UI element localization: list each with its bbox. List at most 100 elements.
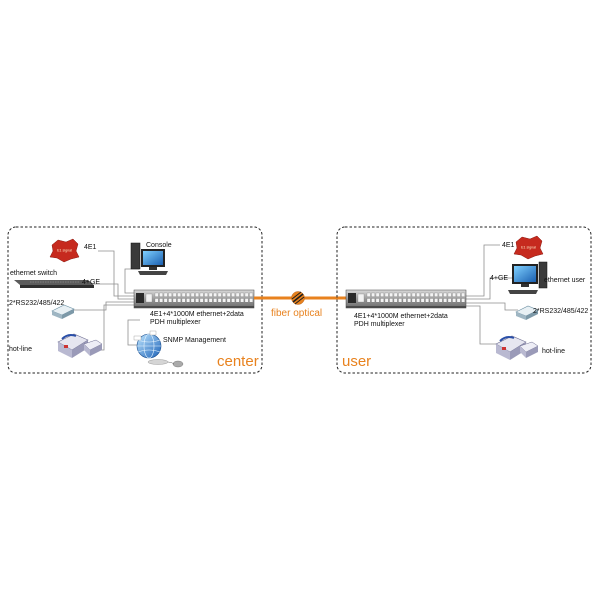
port <box>172 292 177 297</box>
port <box>434 298 438 303</box>
port <box>163 298 168 303</box>
port <box>177 292 181 297</box>
center-area-border <box>7 226 263 374</box>
user-e1-signal-icon: E1 signal <box>513 235 544 260</box>
port <box>461 298 465 303</box>
ethernet-switch-label: ethernet switch <box>10 270 57 277</box>
port <box>398 292 402 297</box>
port <box>204 298 208 303</box>
port <box>375 298 380 303</box>
port <box>222 292 226 297</box>
port <box>208 292 213 297</box>
port <box>190 292 195 297</box>
center-area-label: center <box>217 353 259 370</box>
user-wiring <box>466 244 518 345</box>
port <box>384 298 389 303</box>
port <box>456 292 461 297</box>
port <box>204 292 208 297</box>
user-site: 4E1+4*1000M ethernet+2data PDH multiplex… <box>336 226 592 374</box>
port <box>425 292 429 297</box>
port <box>398 298 402 303</box>
port <box>226 298 231 303</box>
port <box>425 298 429 303</box>
user-area-border <box>336 226 592 374</box>
port <box>154 298 159 303</box>
port <box>181 292 186 297</box>
port <box>159 298 163 303</box>
port <box>380 292 384 297</box>
port <box>438 298 443 303</box>
user-serial-device-icon <box>515 305 539 320</box>
port <box>389 292 393 297</box>
user-multiplexer-device <box>345 289 467 309</box>
port <box>402 292 407 297</box>
port <box>244 292 249 297</box>
port <box>393 292 398 297</box>
center-device-line1: 4E1+4*1000M ethernet+2data <box>150 311 244 318</box>
user-hotline-phone-icon <box>495 335 539 360</box>
port <box>199 292 204 297</box>
port <box>177 298 181 303</box>
port <box>195 292 199 297</box>
ethernet-user-label: ethernet user <box>544 277 586 284</box>
center-e1-signal-icon: E1 signal <box>49 238 80 263</box>
user-hotline-label: hot-line <box>542 348 565 355</box>
center-site: E1 signal 4E1 Console ethernet switch 4+… <box>7 226 263 374</box>
port <box>434 292 438 297</box>
port <box>420 292 425 297</box>
center-e1-label: 4E1 <box>84 244 97 251</box>
port <box>213 292 217 297</box>
port <box>168 298 172 303</box>
fiber-optical-label: fiber optical <box>271 308 322 319</box>
port <box>438 292 443 297</box>
port <box>407 292 411 297</box>
fiber-optical-link: fiber optical <box>254 291 346 319</box>
port <box>172 298 177 303</box>
port <box>366 292 371 297</box>
port <box>181 298 186 303</box>
port <box>366 298 371 303</box>
port <box>371 298 375 303</box>
port <box>443 298 447 303</box>
port <box>199 298 204 303</box>
port <box>168 292 172 297</box>
port <box>407 298 411 303</box>
port <box>411 298 416 303</box>
user-device-line2: PDH multiplexer <box>354 321 405 328</box>
port <box>226 292 231 297</box>
port <box>429 292 434 297</box>
port <box>416 298 420 303</box>
port <box>217 298 222 303</box>
port <box>249 292 253 297</box>
console-computer-icon <box>130 242 168 275</box>
center-multiplexer-device <box>133 289 255 309</box>
snmp-management-label: SNMP Management <box>163 337 226 344</box>
port <box>447 292 452 297</box>
port <box>213 298 217 303</box>
port <box>195 298 199 303</box>
port <box>231 292 235 297</box>
port <box>452 298 456 303</box>
port <box>371 292 375 297</box>
user-e1-badge-text: E1 signal <box>521 246 536 250</box>
port <box>244 298 249 303</box>
port <box>240 292 244 297</box>
port <box>452 292 456 297</box>
port <box>389 298 393 303</box>
center-ge-label: 4+GE <box>82 279 100 286</box>
user-ge-label: 4+GE <box>490 275 508 282</box>
port <box>235 292 240 297</box>
port <box>411 292 416 297</box>
port <box>461 292 465 297</box>
user-area-label: user <box>342 353 371 370</box>
port <box>420 298 425 303</box>
user-device-line1: 4E1+4*1000M ethernet+2data <box>354 313 448 320</box>
port <box>402 298 407 303</box>
center-serial-device-icon <box>51 304 75 319</box>
port <box>375 292 380 297</box>
user-serial-label: 2*RS232/485/422 <box>533 308 588 315</box>
center-e1-badge-text: E1 signal <box>57 249 72 253</box>
port <box>456 298 461 303</box>
center-hotline-label: hot-line <box>9 346 32 353</box>
